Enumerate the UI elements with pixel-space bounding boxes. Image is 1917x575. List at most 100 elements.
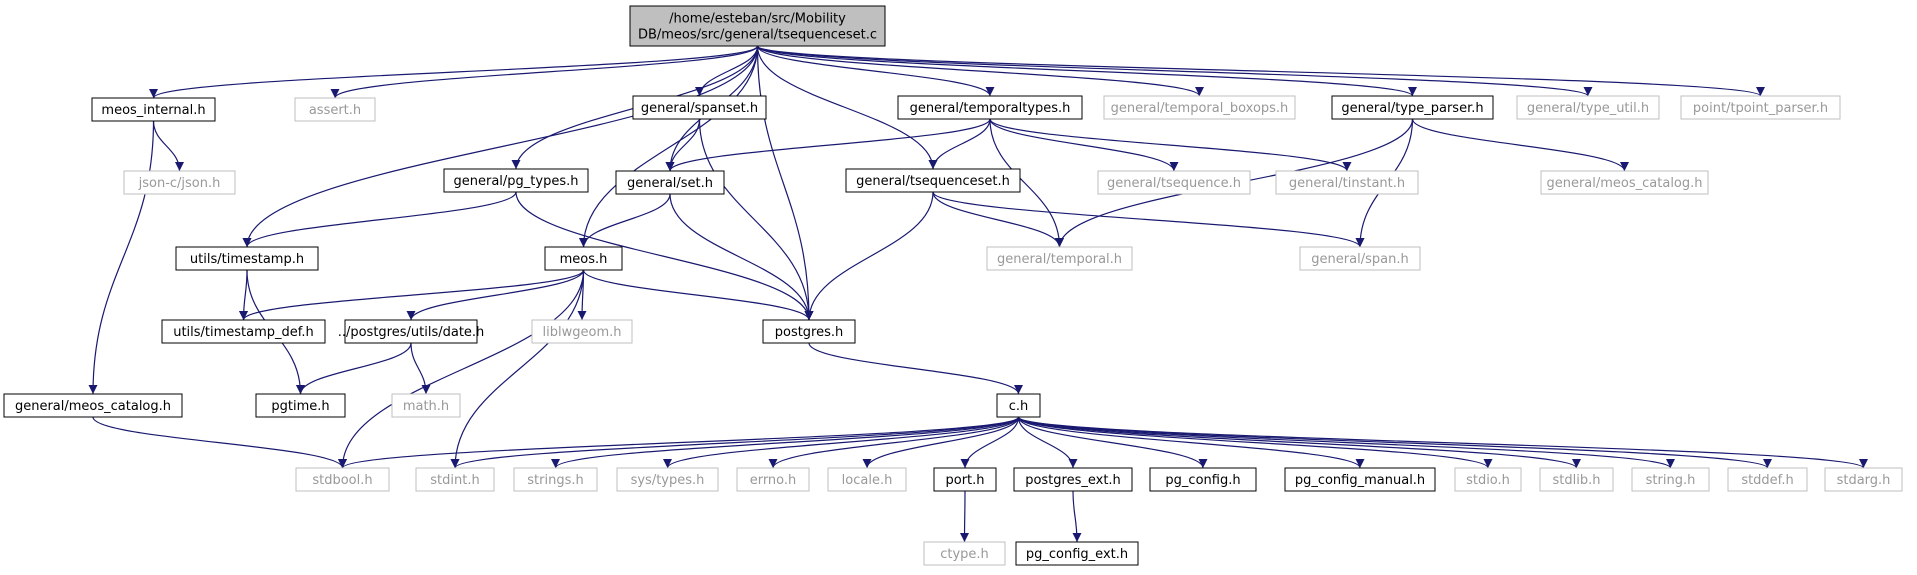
- edge-meos_h-to-stdint_h: [450, 269, 585, 469]
- node-general_set_h[interactable]: general/set.h: [615, 170, 725, 195]
- node-general_tsequenceset_h[interactable]: general/tsequenceset.h: [845, 168, 1021, 193]
- node-label: pgtime.h: [271, 399, 329, 414]
- node-box: [175, 246, 319, 271]
- edge-general_type_parser_h-to-general_meos_catalog_h_faded: [1411, 118, 1629, 172]
- edge-c_h-to-string_h: [1017, 416, 1675, 469]
- node-liblwgeom_h: liblwgeom.h: [531, 319, 633, 344]
- node-box: [986, 246, 1133, 271]
- edge-postgres_ext_h-to-pg_config_ext_h: [1072, 490, 1082, 543]
- node-general_meos_catalog_h[interactable]: general/meos_catalog.h: [3, 393, 183, 418]
- node-label: utils/timestamp_def.h: [173, 325, 314, 340]
- node-meos_h[interactable]: meos.h: [544, 246, 623, 271]
- edge-general_tsequenceset_h-to-general_span_h: [932, 191, 1365, 248]
- node-box: [897, 95, 1083, 120]
- node-box: [513, 467, 598, 492]
- edge-port_h-to-ctype_h: [960, 490, 970, 543]
- node-c_h[interactable]: c.h: [996, 393, 1041, 418]
- node-general_spanset_h[interactable]: general/spanset.h: [632, 95, 767, 120]
- node-pg_config_ext_h[interactable]: pg_config_ext.h: [1015, 541, 1139, 566]
- edge-c_h-to-stddef_h: [1017, 416, 1772, 469]
- node-general_meos_catalog_h_faded: general/meos_catalog.h: [1540, 170, 1709, 195]
- node-json_c_json_h: json-c/json.h: [123, 170, 236, 195]
- node-box: [1097, 170, 1251, 195]
- node-label: assert.h: [309, 103, 361, 118]
- node-box: [616, 467, 719, 492]
- node-box: [255, 393, 346, 418]
- node-box: [1727, 467, 1808, 492]
- node-label: general/set.h: [627, 176, 713, 191]
- node-utils_timestamp_h[interactable]: utils/timestamp.h: [175, 246, 319, 271]
- node-pg_config_h[interactable]: pg_config.h: [1149, 467, 1257, 492]
- node-label: stddef.h: [1741, 473, 1793, 488]
- node-label: port.h: [945, 473, 984, 488]
- node-box: [1680, 95, 1841, 120]
- edge-meos_h-to-postgres_h: [582, 269, 814, 321]
- edge-general_temporaltypes_h-to-general_tsequenceset_h: [928, 118, 991, 170]
- node-label: general/type_parser.h: [1341, 101, 1483, 116]
- node-label: general/meos_catalog.h: [15, 399, 171, 414]
- node-general_type_parser_h[interactable]: general/type_parser.h: [1331, 95, 1494, 120]
- edge-root-to-general_type_parser_h: [756, 45, 1417, 97]
- node-label: pg_config_ext.h: [1026, 547, 1128, 562]
- node-label: meos_internal.h: [101, 103, 205, 118]
- node-sys_types_h: sys/types.h: [616, 467, 719, 492]
- node-label: general/tinstant.h: [1289, 176, 1405, 191]
- node-label: locale.h: [842, 473, 893, 488]
- node-label: stdbool.h: [312, 473, 372, 488]
- node-box: [1540, 170, 1709, 195]
- node-pgtime_h[interactable]: pgtime.h: [255, 393, 346, 418]
- node-box: [629, 5, 886, 47]
- node-label: /home/esteban/src/Mobility: [669, 12, 846, 27]
- node-label: general/temporal_boxops.h: [1111, 101, 1289, 116]
- node-general_pg_types_h[interactable]: general/pg_types.h: [443, 168, 589, 193]
- node-box: [1454, 467, 1522, 492]
- node-box: [344, 319, 478, 344]
- edge-general_meos_catalog_h-to-stdbool_h: [92, 416, 347, 469]
- node-port_h[interactable]: port.h: [933, 467, 997, 492]
- node-pg_config_manual_h[interactable]: pg_config_manual.h: [1284, 467, 1436, 492]
- node-root[interactable]: /home/esteban/src/MobilityDB/meos/src/ge…: [629, 5, 886, 47]
- edge-general_tsequenceset_h-to-general_temporal_h: [932, 191, 1064, 248]
- node-postgres_h[interactable]: postgres.h: [762, 319, 856, 344]
- node-label: string.h: [1646, 473, 1696, 488]
- node-label: general/spanset.h: [641, 101, 758, 116]
- node-label: postgres_ext.h: [1025, 473, 1121, 488]
- node-box: [1631, 467, 1710, 492]
- node-label: ctype.h: [940, 547, 989, 562]
- edge-root-to-utils_timestamp_h: [242, 45, 759, 248]
- node-box: [1275, 170, 1419, 195]
- node-box: [1284, 467, 1436, 492]
- edge-c_h-to-pg_config_manual_h: [1017, 416, 1365, 469]
- node-box: [294, 97, 376, 122]
- node-postgres_utils_date_h[interactable]: ../postgres/utils/date.h: [338, 319, 485, 344]
- node-general_span_h: general/span.h: [1299, 246, 1421, 271]
- node-box: [1824, 467, 1903, 492]
- node-assert_h: assert.h: [294, 97, 376, 122]
- edge-c_h-to-errno_h: [768, 416, 1020, 469]
- edge-root-to-general_spanset_h: [695, 45, 759, 97]
- node-box: [3, 393, 183, 418]
- node-label: ../postgres/utils/date.h: [338, 325, 485, 340]
- node-box: [161, 319, 326, 344]
- node-errno_h: errno.h: [736, 467, 810, 492]
- node-label: stdlib.h: [1553, 473, 1601, 488]
- node-label: strings.h: [527, 473, 583, 488]
- node-label: general/temporal.h: [997, 252, 1122, 267]
- node-label: stdio.h: [1466, 473, 1510, 488]
- edge-meos_internal_h-to-general_meos_catalog_h: [88, 120, 155, 395]
- node-utils_timestamp_def_h[interactable]: utils/timestamp_def.h: [161, 319, 326, 344]
- node-label: math.h: [403, 399, 449, 414]
- edge-c_h-to-stdarg_h: [1017, 416, 1868, 469]
- node-box: [415, 467, 495, 492]
- edge-meos_h-to-utils_timestamp_def_h: [239, 269, 585, 321]
- node-box: [762, 319, 856, 344]
- node-stdio_h: stdio.h: [1454, 467, 1522, 492]
- node-box: [391, 393, 461, 418]
- edge-general_tsequenceset_h-to-postgres_h: [804, 191, 934, 321]
- edge-c_h-to-stdbool_h: [338, 416, 1020, 469]
- node-postgres_ext_h[interactable]: postgres_ext.h: [1013, 467, 1133, 492]
- node-meos_internal_h[interactable]: meos_internal.h: [91, 97, 216, 122]
- node-general_temporaltypes_h[interactable]: general/temporaltypes.h: [897, 95, 1083, 120]
- node-label: postgres.h: [775, 325, 844, 340]
